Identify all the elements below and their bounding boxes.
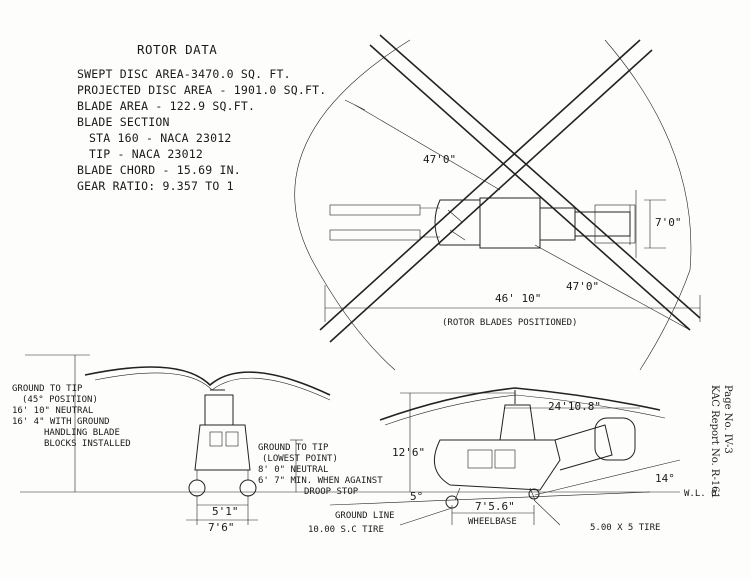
ground-to-tip-position: (45° POSITION): [22, 395, 98, 405]
rotor-data-title: ROTOR DATA: [137, 42, 218, 57]
overall-length-label: 46' 10": [495, 292, 542, 305]
spec-sta-160: STA 160 - NACA 23012: [89, 131, 232, 145]
wheelbase-label: WHEELBASE: [468, 517, 517, 527]
rear-tire-label: 5.00 X 5 TIRE: [590, 523, 661, 533]
blocks-note-1: HANDLING BLADE: [44, 428, 120, 438]
lowest-tip-min: 6' 7" MIN. WHEN AGAINST: [258, 476, 383, 486]
side-height-label: 12'6": [392, 446, 426, 459]
spec-blade-section: BLADE SECTION: [77, 115, 170, 129]
blocks-note-2: BLOCKS INSTALLED: [44, 439, 131, 449]
spec-swept-disc-area: SWEPT DISC AREA-3470.0 SQ. FT.: [77, 67, 291, 81]
angle-front-label: 5°: [410, 490, 424, 503]
tip-height-with-blocks: 16' 4" WITH GROUND: [12, 417, 110, 427]
track-inner-label: 5'1": [212, 505, 239, 518]
front-tire-label: 10.00 S.C TIRE: [308, 525, 384, 535]
overall-length-note: (ROTOR BLADES POSITIONED): [442, 318, 578, 328]
side-view: [329, 387, 681, 526]
ground-to-tip-title: GROUND TO TIP: [12, 384, 83, 394]
track-outer-label: 7'6": [208, 521, 235, 534]
top-view-fuselage: [324, 190, 701, 322]
tail-length-label: 24'10.8": [548, 400, 601, 413]
body-width-label: 7'0": [655, 216, 682, 229]
water-line-label: W.L. 0: [684, 489, 717, 499]
front-view: [20, 354, 420, 525]
spec-blade-chord: BLADE CHORD - 15.69 IN.: [77, 163, 241, 177]
spec-gear-ratio: GEAR RATIO: 9.357 TO 1: [77, 179, 234, 193]
angle-rear-label: 14°: [655, 472, 675, 485]
tip-height-neutral: 16' 10" NEUTRAL: [12, 406, 94, 416]
lowest-tip-neutral: 8' 0" NEUTRAL: [258, 465, 329, 475]
lowest-tip-title: GROUND TO TIP: [258, 443, 329, 453]
top-view-rotor-disc: [294, 34, 701, 371]
lowest-tip-sub: (LOWEST POINT): [262, 454, 338, 464]
spec-tip: TIP - NACA 23012: [89, 147, 203, 161]
ground-line-label: GROUND LINE: [335, 511, 395, 521]
spec-projected-disc-area: PROJECTED DISC AREA - 1901.0 SQ.FT.: [77, 83, 327, 97]
page-number: Page No. IV-3: [722, 385, 733, 454]
blade-span-lower-label: 47'0": [566, 280, 600, 293]
report-number: KAC Report No. R-161: [709, 385, 720, 499]
spec-blade-area: BLADE AREA - 122.9 SQ.FT.: [77, 99, 256, 113]
lowest-tip-min-note: DROOP STOP: [304, 487, 359, 497]
wheelbase-value: 7'5.6": [475, 500, 515, 513]
blade-span-upper-label: 47'0": [423, 153, 457, 166]
